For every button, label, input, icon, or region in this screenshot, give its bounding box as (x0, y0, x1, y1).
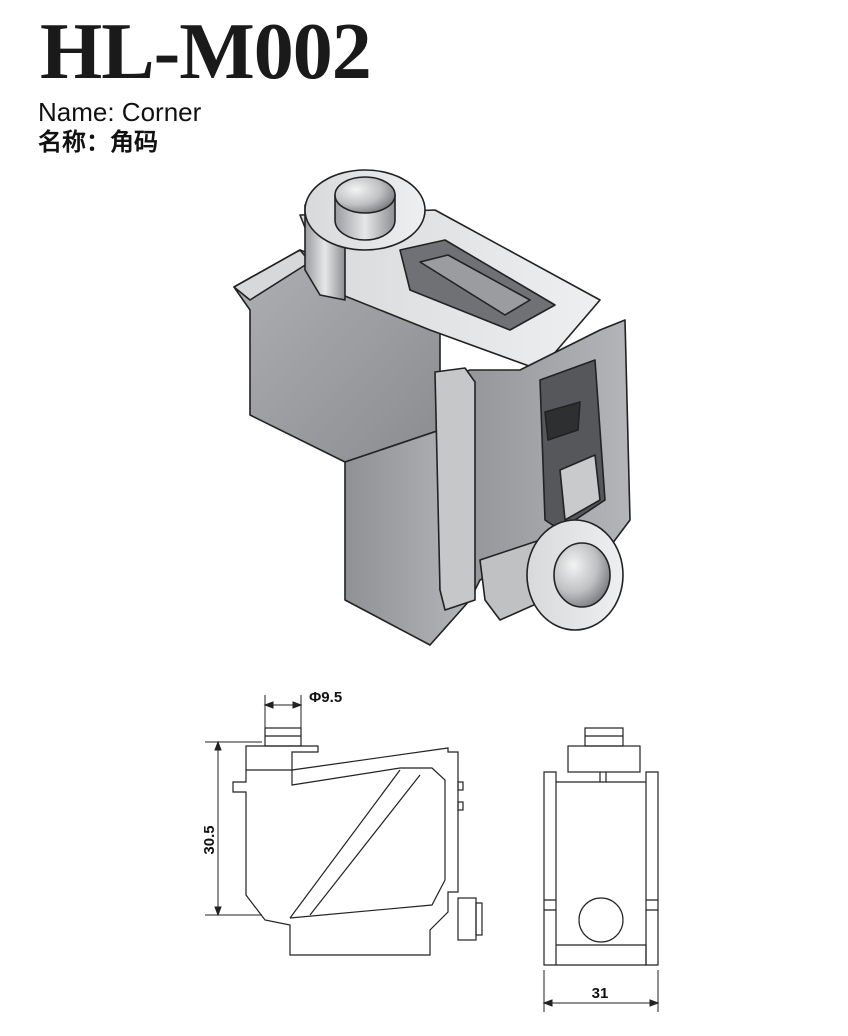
diameter-label: Φ9.5 (309, 689, 342, 706)
width-label: 31 (592, 985, 609, 1002)
product-name-chinese: 名称：角码 (38, 128, 158, 156)
bottom-pin-head (553, 542, 611, 608)
top-pin-head (334, 176, 396, 214)
product-name-english: Name: Corner (38, 97, 202, 127)
height-label: 30.5 (201, 825, 218, 854)
product-code: HL-M002 (40, 8, 372, 96)
